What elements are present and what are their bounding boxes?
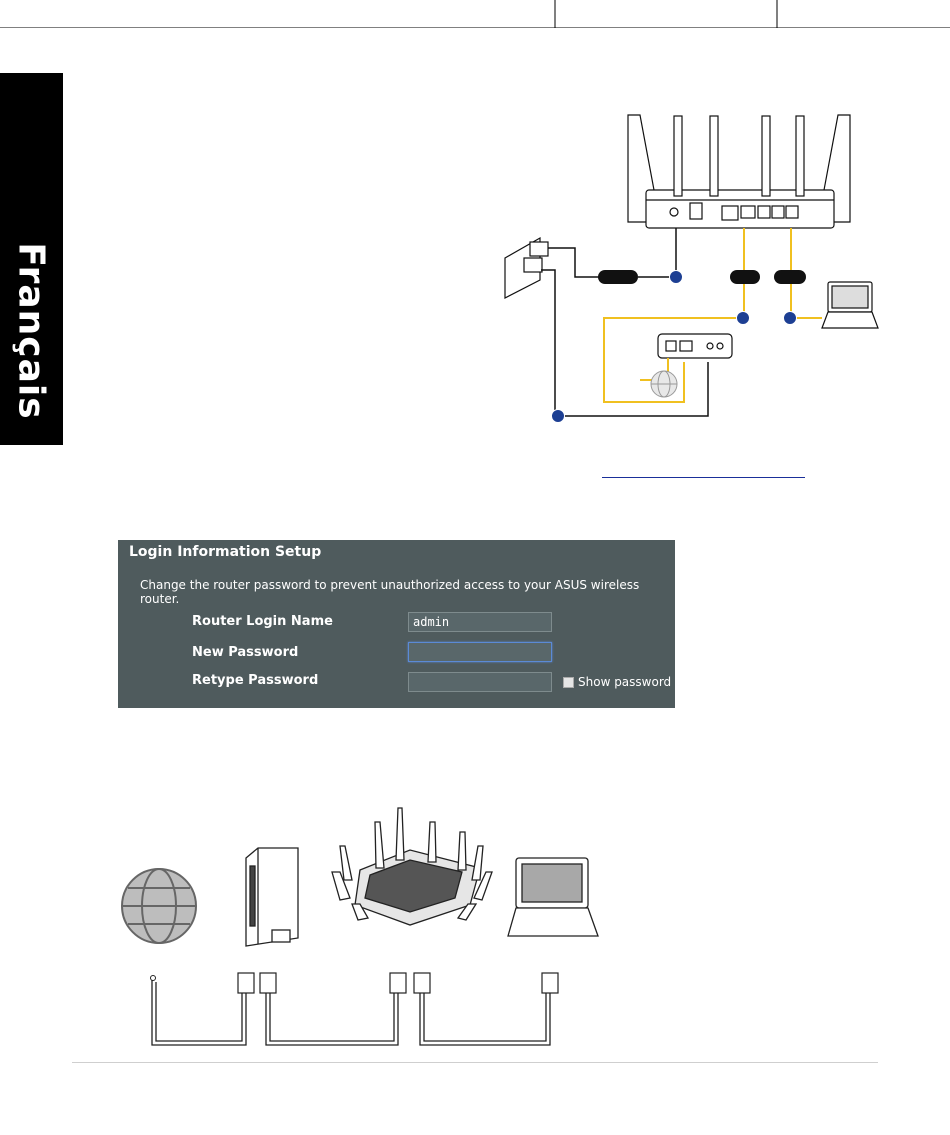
- router-connection-diagram: [490, 105, 890, 435]
- retype-password-label: Retype Password: [192, 673, 318, 688]
- router-login-name-label: Router Login Name: [192, 614, 333, 629]
- network-chain-diagram: [110, 800, 610, 1055]
- power-outlet-image: [505, 238, 548, 298]
- retype-password-field[interactable]: [408, 672, 552, 692]
- new-password-label: New Password: [192, 645, 298, 660]
- router-login-name-field[interactable]: [408, 612, 552, 632]
- show-password-label: Show password: [578, 675, 671, 689]
- modem-image: [658, 334, 732, 358]
- router-image: [628, 115, 850, 228]
- globe-icon: [122, 869, 196, 943]
- login-information-setup-panel: Login Information Setup Change the route…: [118, 540, 675, 708]
- show-password-toggle[interactable]: Show password: [563, 675, 671, 689]
- top-rule: [0, 0, 950, 28]
- web-link-underline[interactable]: [602, 477, 805, 478]
- language-side-tab: Français: [0, 73, 63, 445]
- new-password-field[interactable]: [408, 642, 552, 662]
- modem-device-image: [246, 848, 298, 946]
- router-device-image: [332, 808, 492, 925]
- internet-globe-icon: [651, 371, 677, 397]
- panel-description: Change the router password to prevent un…: [140, 578, 675, 606]
- laptop-image: [822, 282, 878, 328]
- footer-divider: [72, 1062, 878, 1063]
- panel-title: Login Information Setup: [129, 544, 321, 560]
- laptop-device-image: [508, 858, 598, 936]
- language-label: Français: [11, 242, 52, 419]
- show-password-checkbox[interactable]: [563, 677, 574, 688]
